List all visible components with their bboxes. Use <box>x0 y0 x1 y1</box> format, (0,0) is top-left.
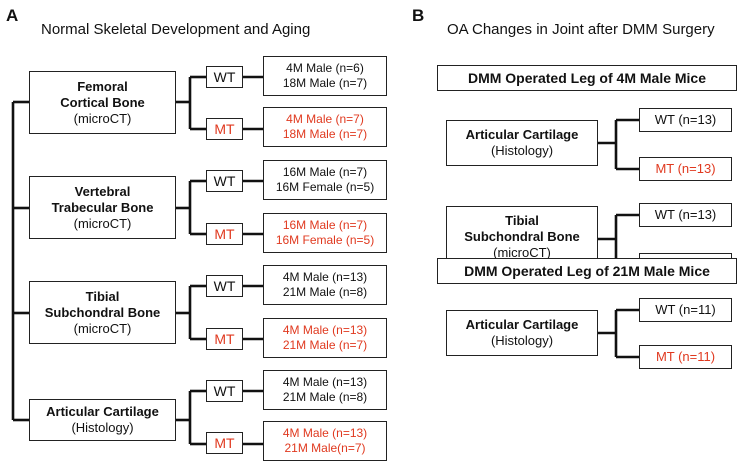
wt-label-box: WT <box>206 66 243 88</box>
group-method: (microCT) <box>73 215 132 231</box>
item-name-line1: Tibial <box>505 213 539 228</box>
group-name-line1: Vertebral <box>74 183 131 199</box>
mt-sample-box: 4M Male (n=7) 18M Male (n=7) <box>263 107 387 147</box>
group-name-line1: Tibial <box>85 288 120 304</box>
mt-label-box: MT <box>206 118 243 140</box>
wt-sample-box: 4M Male (n=6) 18M Male (n=7) <box>263 56 387 96</box>
mt-sample-box: 4M Male (n=13) 21M Male(n=7) <box>263 421 387 461</box>
item-name-line1: Articular Cartilage <box>465 317 579 332</box>
panel-b-title: OA Changes in Joint after DMM Surgery <box>447 21 715 38</box>
wt-sample-box: 4M Male (n=13) 21M Male (n=8) <box>263 265 387 305</box>
sample-line: 16M Male (n=7) <box>282 165 368 179</box>
group-articular-cartilage: Articular Cartilage (Histology) <box>29 399 176 441</box>
item-articular-cartilage: Articular Cartilage (Histology) <box>446 120 598 166</box>
wt-label-box: WT <box>206 275 243 297</box>
panel-a-title: Normal Skeletal Development and Aging <box>41 21 311 38</box>
wt-label-box: WT <box>206 380 243 402</box>
item-method: (Histology) <box>490 143 554 158</box>
sample-line: 16M Female (n=5) <box>275 180 375 194</box>
group-name-line2: Subchondral Bone <box>44 304 161 320</box>
sample-line: 4M Male (n=13) <box>282 323 368 337</box>
wt-count-box: WT (n=13) <box>639 108 732 132</box>
mt-sample-box: 16M Male (n=7) 16M Female (n=5) <box>263 213 387 253</box>
mt-sample-box: 4M Male (n=13) 21M Male (n=7) <box>263 318 387 358</box>
mt-label-box: MT <box>206 223 243 245</box>
section-header-4m: DMM Operated Leg of 4M Male Mice <box>437 65 737 91</box>
group-vertebral-trabecular-bone: Vertebral Trabecular Bone (microCT) <box>29 176 176 239</box>
item-name-line2: Subchondral Bone <box>464 229 580 244</box>
wt-count-box: WT (n=11) <box>639 298 732 322</box>
sample-line: 4M Male (n=13) <box>282 270 368 284</box>
wt-count-box: WT (n=13) <box>639 203 732 227</box>
group-name-line2: Trabecular Bone <box>51 199 154 215</box>
sample-line: 4M Male (n=6) <box>286 61 364 75</box>
mt-label-box: MT <box>206 432 243 454</box>
sample-line: 16M Female (n=5) <box>275 233 375 247</box>
group-tibial-subchondral-bone: Tibial Subchondral Bone (microCT) <box>29 281 176 344</box>
item-articular-cartilage-21m: Articular Cartilage (Histology) <box>446 310 598 356</box>
group-femoral-cortical-bone: Femoral Cortical Bone (microCT) <box>29 71 176 134</box>
sample-line: 21M Male (n=8) <box>282 390 368 404</box>
sample-line: 18M Male (n=7) <box>282 127 368 141</box>
group-method: (microCT) <box>73 110 132 126</box>
group-name-line1: Articular Cartilage <box>46 404 159 419</box>
item-method: (microCT) <box>493 245 551 260</box>
panel-b-letter: B <box>412 6 425 25</box>
sample-line: 4M Male (n=7) <box>286 112 364 126</box>
wt-sample-box: 16M Male (n=7) 16M Female (n=5) <box>263 160 387 200</box>
group-method: (Histology) <box>71 420 134 435</box>
section-header-21m: DMM Operated Leg of 21M Male Mice <box>437 258 737 284</box>
mt-label-box: MT <box>206 328 243 350</box>
mt-count-box: MT (n=11) <box>639 345 732 369</box>
sample-line: 4M Male (n=13) <box>282 426 368 440</box>
wt-label-box: WT <box>206 170 243 192</box>
sample-line: 21M Male (n=8) <box>282 285 368 299</box>
sample-line: 16M Male (n=7) <box>282 218 368 232</box>
sample-line: 18M Male (n=7) <box>282 76 368 90</box>
group-name-line2: Cortical Bone <box>60 94 145 110</box>
group-method: (microCT) <box>73 320 132 336</box>
item-method: (Histology) <box>490 333 554 348</box>
sample-line: 4M Male (n=13) <box>282 375 368 389</box>
sample-line: 21M Male(n=7) <box>284 441 366 455</box>
mt-count-box: MT (n=13) <box>639 157 732 181</box>
sample-line: 21M Male (n=7) <box>282 338 368 352</box>
wt-sample-box: 4M Male (n=13) 21M Male (n=8) <box>263 370 387 410</box>
item-name-line1: Articular Cartilage <box>465 127 579 142</box>
panel-a-letter: A <box>6 6 19 25</box>
group-name-line1: Femoral <box>77 78 128 94</box>
